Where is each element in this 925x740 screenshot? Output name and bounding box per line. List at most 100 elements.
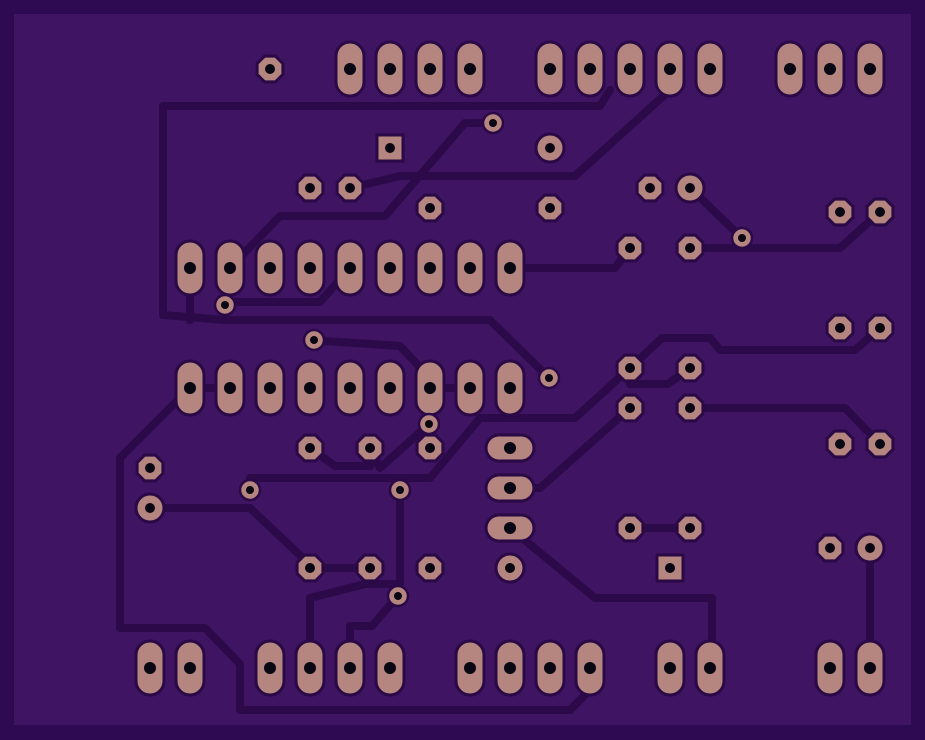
drill-hole xyxy=(625,363,635,373)
drill-hole xyxy=(344,63,356,75)
drill-hole xyxy=(685,403,695,413)
drill-hole xyxy=(464,63,476,75)
drill-hole xyxy=(835,439,845,449)
drill-hole xyxy=(184,662,196,674)
drill-hole xyxy=(264,662,276,674)
drill-hole xyxy=(824,662,836,674)
drill-hole xyxy=(344,262,356,274)
drill-hole xyxy=(224,382,236,394)
drill-hole xyxy=(505,563,515,573)
via-drill xyxy=(246,486,254,494)
drill-hole xyxy=(664,662,676,674)
drill-hole xyxy=(704,63,716,75)
drill-hole xyxy=(384,662,396,674)
drill-hole xyxy=(664,63,676,75)
drill-hole xyxy=(384,382,396,394)
copper-trace xyxy=(246,364,634,482)
drill-hole xyxy=(385,143,395,153)
drill-hole xyxy=(825,543,835,553)
via-drill xyxy=(310,336,318,344)
drill-hole xyxy=(184,262,196,274)
drill-hole xyxy=(824,63,836,75)
drill-hole xyxy=(625,243,635,253)
drill-hole xyxy=(685,183,695,193)
drill-hole xyxy=(304,382,316,394)
drill-hole xyxy=(305,563,315,573)
drill-hole xyxy=(144,662,156,674)
via-drill xyxy=(221,301,229,309)
drill-hole xyxy=(835,207,845,217)
drill-hole xyxy=(665,563,675,573)
via-drill xyxy=(394,592,402,600)
drill-hole xyxy=(504,522,516,534)
drill-hole xyxy=(645,183,655,193)
via-drill xyxy=(489,119,497,127)
via-drill xyxy=(396,486,404,494)
drill-hole xyxy=(464,262,476,274)
drill-hole xyxy=(424,262,436,274)
drill-hole xyxy=(875,207,885,217)
drill-hole xyxy=(264,262,276,274)
drill-hole xyxy=(224,262,236,274)
drill-hole xyxy=(425,563,435,573)
drill-hole xyxy=(265,64,275,74)
drill-hole xyxy=(685,363,695,373)
copper-trace xyxy=(116,384,594,714)
via-drill xyxy=(545,374,553,382)
drill-hole xyxy=(384,63,396,75)
drill-hole xyxy=(424,63,436,75)
drill-hole xyxy=(145,463,155,473)
drill-hole xyxy=(425,203,435,213)
drill-hole xyxy=(544,63,556,75)
drill-hole xyxy=(464,662,476,674)
drill-hole xyxy=(864,63,876,75)
drill-hole xyxy=(504,262,516,274)
drill-hole xyxy=(865,543,875,553)
copper-trace xyxy=(506,524,716,672)
copper-trace xyxy=(159,86,614,382)
drill-hole xyxy=(504,662,516,674)
copper-trace xyxy=(226,119,497,272)
drill-hole xyxy=(305,443,315,453)
drill-hole xyxy=(835,323,845,333)
drill-hole xyxy=(365,563,375,573)
drill-hole xyxy=(464,382,476,394)
drill-hole xyxy=(344,382,356,394)
drill-hole xyxy=(424,382,436,394)
drill-hole xyxy=(625,403,635,413)
drill-hole xyxy=(875,323,885,333)
drill-hole xyxy=(545,143,555,153)
drill-hole xyxy=(145,503,155,513)
drill-hole xyxy=(504,442,516,454)
drill-hole xyxy=(545,203,555,213)
drill-hole xyxy=(544,662,556,674)
square-pad xyxy=(655,553,685,583)
drill-hole xyxy=(685,523,695,533)
drill-hole xyxy=(504,382,516,394)
drill-hole xyxy=(685,243,695,253)
copper-trace xyxy=(626,324,884,372)
drill-hole xyxy=(584,63,596,75)
drill-hole xyxy=(304,262,316,274)
component-pads xyxy=(134,40,895,697)
square-pad xyxy=(375,133,405,163)
drill-hole xyxy=(504,482,516,494)
copper-trace xyxy=(346,86,674,192)
drill-hole xyxy=(304,662,316,674)
drill-hole xyxy=(184,382,196,394)
vias xyxy=(213,111,754,608)
via-drill xyxy=(425,420,433,428)
drill-hole xyxy=(344,662,356,674)
copper-trace xyxy=(686,404,884,448)
drill-hole xyxy=(425,443,435,453)
drill-hole xyxy=(864,662,876,674)
drill-hole xyxy=(784,63,796,75)
via-drill xyxy=(738,234,746,242)
drill-hole xyxy=(305,183,315,193)
drill-hole xyxy=(345,183,355,193)
drill-hole xyxy=(625,523,635,533)
drill-hole xyxy=(384,262,396,274)
drill-hole xyxy=(704,662,716,674)
drill-hole xyxy=(365,443,375,453)
